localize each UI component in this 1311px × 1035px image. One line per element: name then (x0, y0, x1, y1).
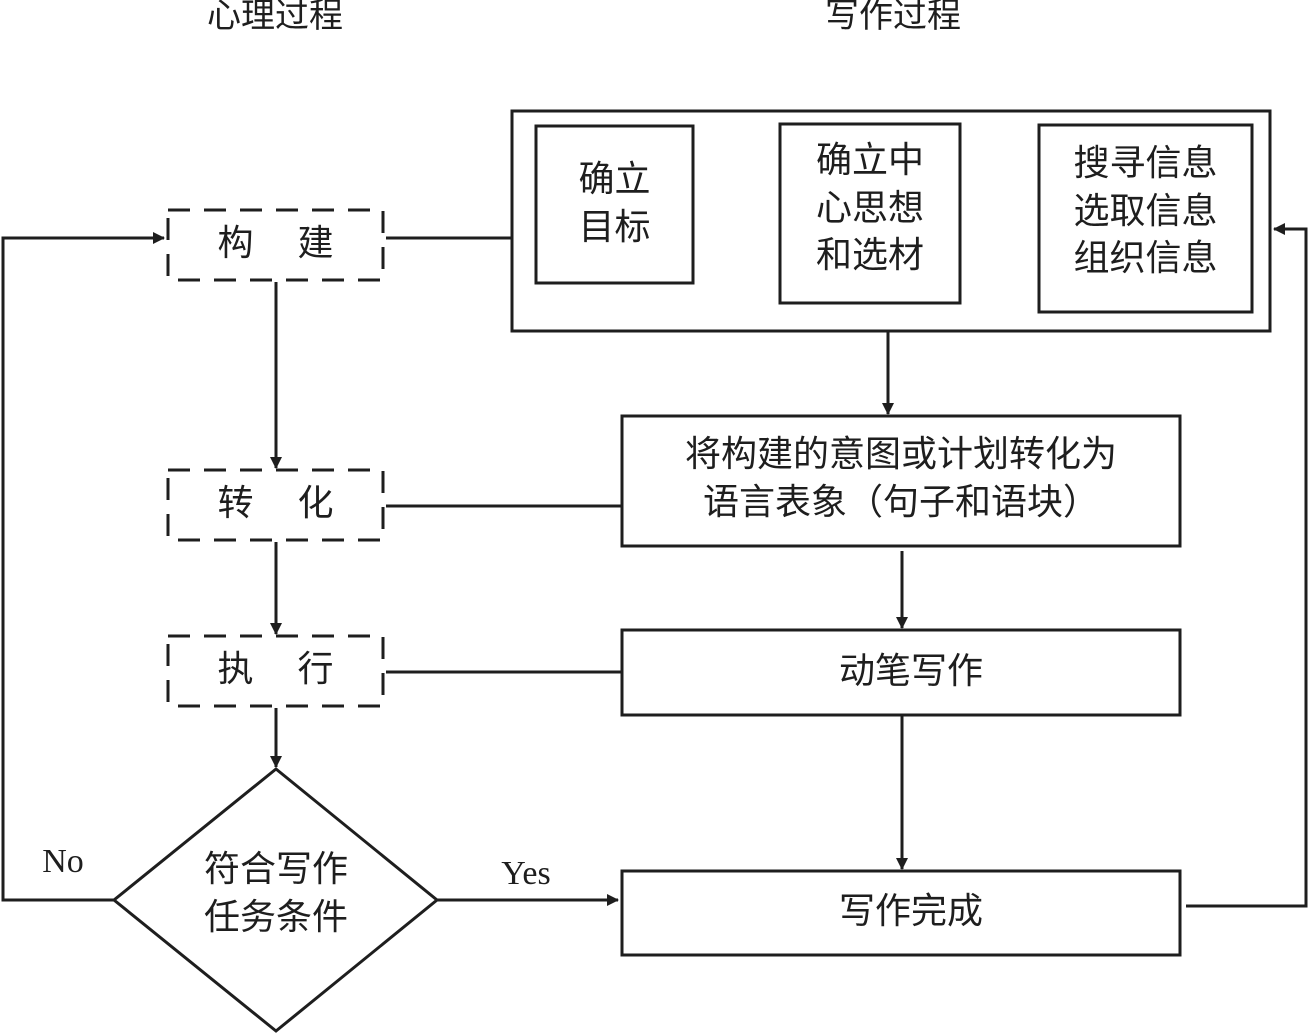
arrow-feedback-loop (1186, 223, 1308, 908)
label-no: No (42, 843, 84, 880)
label-info: 搜寻信息 选取信息 组织信息 (1073, 143, 1218, 280)
label-done: 写作完成 (838, 891, 983, 932)
decision-diamond (111, 767, 440, 1033)
label-execute: 执行 (217, 649, 378, 690)
label-goal: 确立 目标 (578, 159, 651, 248)
label-yes: Yes (501, 855, 551, 892)
arrow-no-loop (1, 232, 165, 902)
label-construct: 构建 (217, 223, 378, 264)
header-writing-process: 写作过程 (825, 0, 961, 36)
label-translate-writing: 将构建的意图或计划转化为 语言表象（句子和语块） (684, 434, 1117, 523)
goal-box (534, 124, 695, 285)
label-translate: 转化 (217, 483, 378, 524)
label-theme: 确立中 心思想 和选材 (815, 140, 924, 277)
translate-writing-box (620, 414, 1182, 548)
label-decision: 符合写作 任务条件 (203, 849, 348, 938)
label-write: 动笔写作 (838, 651, 983, 692)
planning-group-box (510, 109, 1272, 333)
theme-box (778, 122, 962, 305)
header-mental-process: 心理过程 (207, 0, 343, 36)
done-box (620, 869, 1182, 957)
info-box (1037, 123, 1254, 314)
